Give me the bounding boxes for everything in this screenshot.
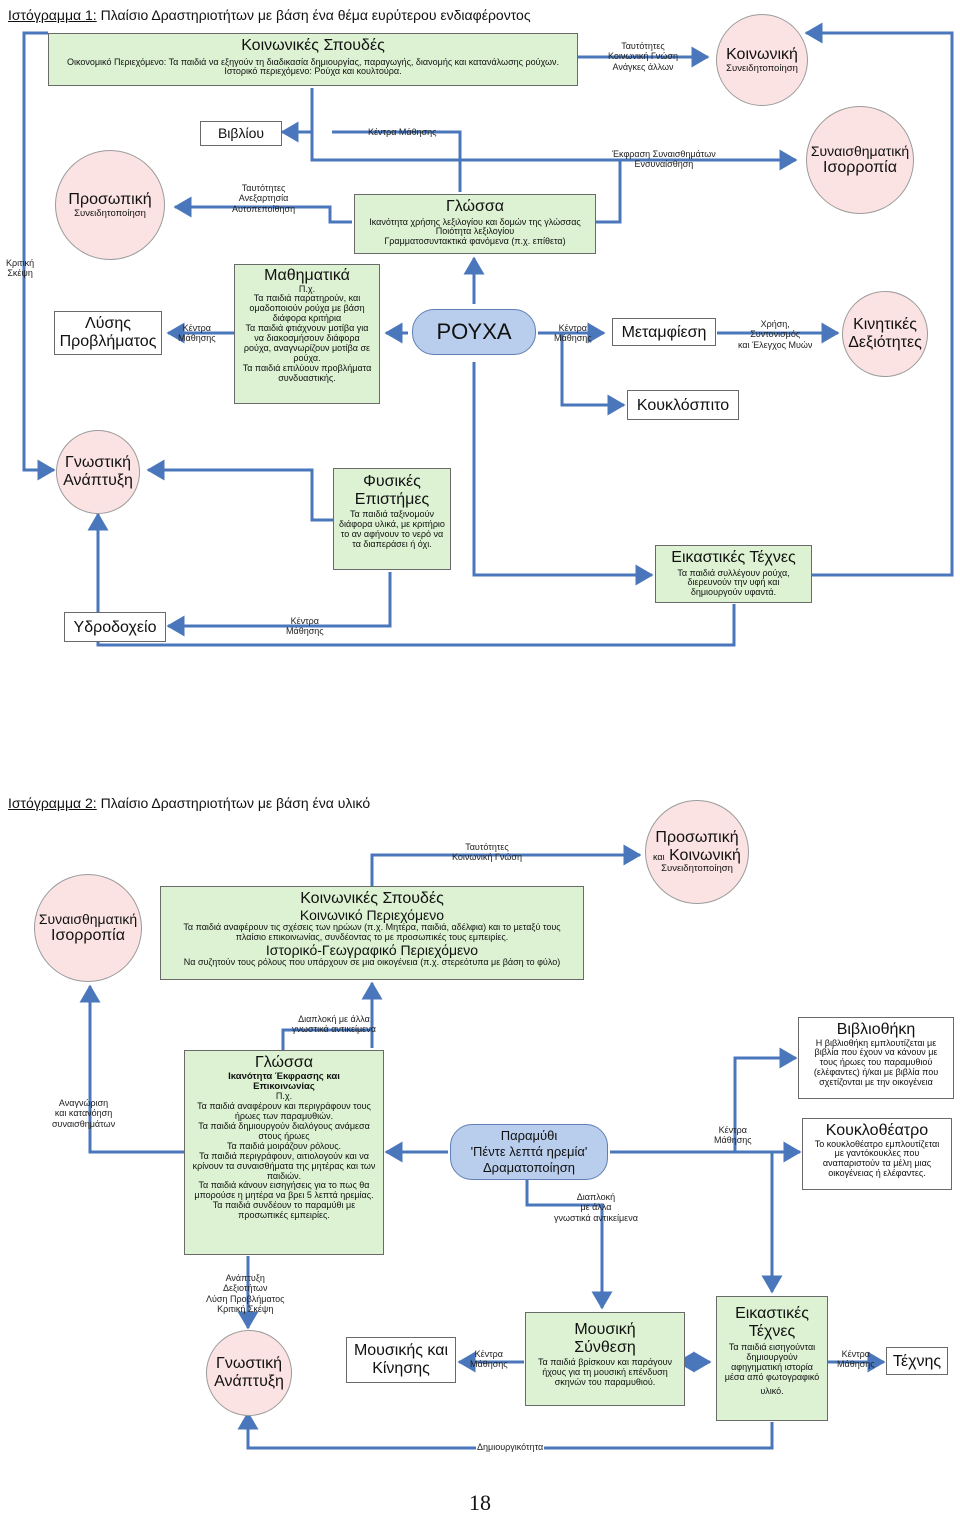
music-composition-box: Μουσική Σύνθεση Τα παιδιά βρίσκουν και π… <box>525 1312 685 1406</box>
personal-awareness-circle: Προσωπική Συνειδητοποίηση <box>55 150 165 260</box>
dressing-up-box: Μεταμφίεση <box>612 318 716 346</box>
water-container-box: Υδροδοχείο <box>64 612 166 642</box>
puppet-theatre-box: Κουκλοθέατρο Το κουκλοθέατρο εμπλουτίζετ… <box>802 1118 952 1190</box>
motor-skills-circle: Κινητικές Δεξιότητες <box>842 291 928 377</box>
social-awareness-circle: Κοινωνική Συνειδητοποίηση <box>716 14 808 106</box>
emotional-balance-circle-2: Συναισθηματική Ισορροπία <box>34 874 142 982</box>
library-box: Βιβλιοθήκη Η βιβλιοθήκη εμπλουτίζεται με… <box>798 1017 954 1099</box>
social-studies-box: Κοινωνικές Σπουδές Οικονομικό Περιεχόμεν… <box>48 33 578 86</box>
emotional-balance-circle: Συναισθηματική Ισορροπία <box>806 106 914 214</box>
personal-social-awareness-circle: Προσωπική και Κοινωνική Συνειδητοποίηση <box>645 800 749 904</box>
fairy-tale-central-node: Παραμύθι 'Πέντε λεπτά ηρεμία' Δραματοποί… <box>450 1124 608 1180</box>
visual-arts-box-2: Εικαστικές Τέχνες Τα παιδιά εισηγούνται … <box>716 1296 828 1421</box>
clothes-central-node: ΡΟΥΧΑ <box>412 309 536 355</box>
page-number: 18 <box>469 1490 491 1515</box>
mathematics-box: Μαθηματικά Π.χ. Τα παιδιά παρατηρούν, κα… <box>234 264 380 404</box>
label-creativity: Δημιουργικότητα <box>476 1442 545 1453</box>
visual-arts-box: Εικαστικές Τέχνες Τα παιδιά συλλέγουν ρο… <box>655 545 812 603</box>
music-movement-box: Μουσικής και Κίνησης <box>346 1337 456 1383</box>
cognitive-development-circle: Γνωστική Ανάπτυξη <box>56 430 140 514</box>
social-studies-box-2: Κοινωνικές Σπουδές Κοινωνικό Περιεχόμενο… <box>160 886 584 980</box>
dollhouse-box: Κουκλόσπιτο <box>627 390 739 420</box>
problem-solving-box: Λύσης Προβλήματος <box>54 311 162 355</box>
label-learning-centres: Κέντρα Μάθησης <box>368 127 437 137</box>
diagram2-caption: Ιστόγραμμα 2: Πλαίσιο Δραστηριοτήτων με … <box>8 795 371 811</box>
language-box-2: Γλώσσα Ικανότητα Έκφρασης και Επικοινωνί… <box>184 1050 384 1255</box>
diagram1-caption: Ιστόγραμμα 1: Πλαίσιο Δραστηριοτήτων με … <box>8 7 531 23</box>
art-box: Τέχνης <box>886 1347 948 1375</box>
cognitive-development-circle-2: Γνωστική Ανάπτυξη <box>206 1330 292 1416</box>
book-box: Βιβλίου <box>200 121 282 146</box>
natural-sciences-box: Φυσικές Επιστήμες Τα παιδιά ταξινομούν δ… <box>333 468 451 570</box>
language-box: Γλώσσα Ικανότητα χρήσης λεξιλογίου και δ… <box>354 194 596 254</box>
